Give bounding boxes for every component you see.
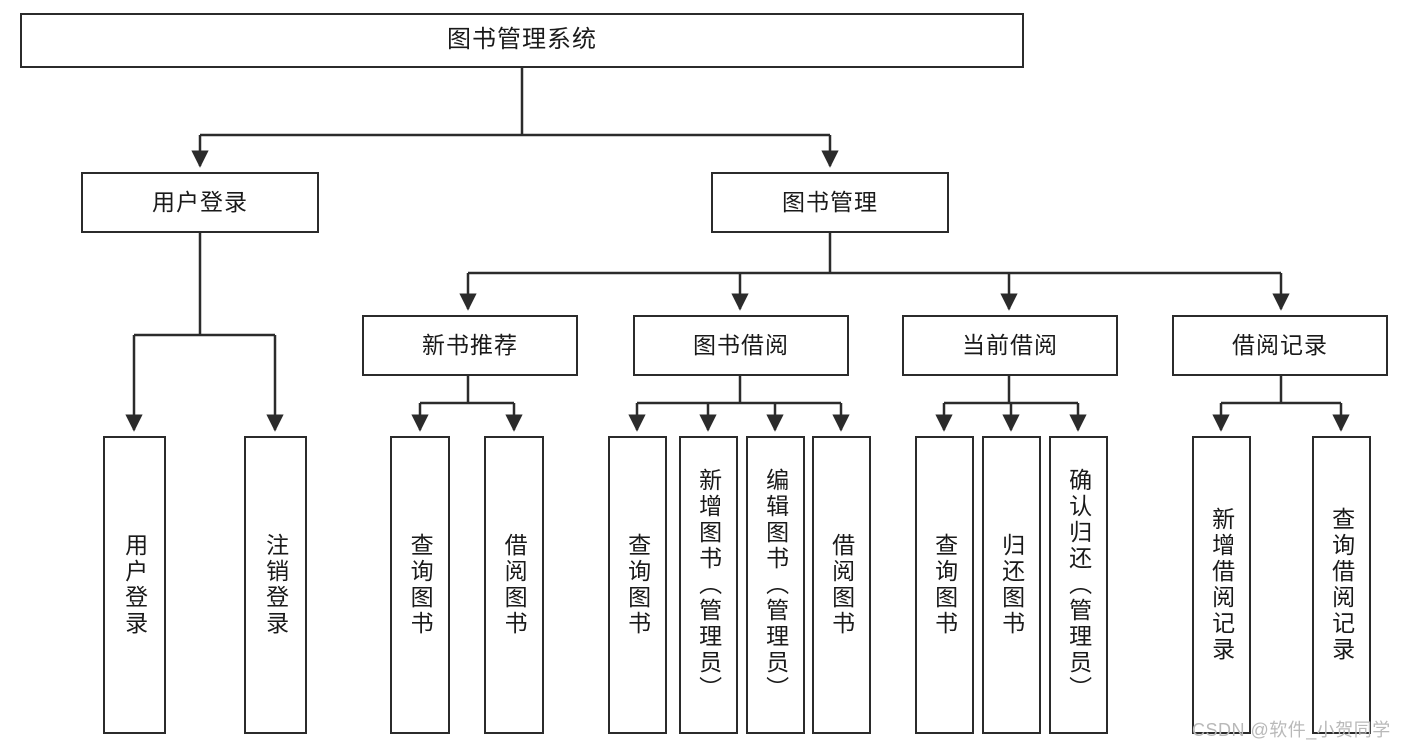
node-label: 确认归还（管理员） (1065, 468, 1092, 702)
node-label: 新增借阅记录 (1208, 507, 1235, 663)
node-leaf-query-book-1[interactable]: 查询图书 (390, 436, 450, 734)
csdn-watermark: CSDN @软件_小贺同学 (1192, 720, 1391, 740)
node-leaf-query-book-3[interactable]: 查询图书 (915, 436, 974, 734)
node-book-borrow[interactable]: 图书借阅 (633, 315, 849, 376)
node-user-login[interactable]: 用户登录 (81, 172, 319, 233)
node-label: 用户登录 (121, 533, 148, 637)
node-label: 借阅记录 (1232, 331, 1328, 358)
node-label: 编辑图书（管理员） (762, 468, 789, 702)
node-label: 用户登录 (152, 188, 248, 215)
node-label: 图书管理系统 (447, 26, 597, 54)
node-leaf-add-record[interactable]: 新增借阅记录 (1192, 436, 1251, 734)
node-label: 查询图书 (624, 533, 651, 637)
node-leaf-user-logout[interactable]: 注销登录 (244, 436, 307, 734)
node-borrow-record[interactable]: 借阅记录 (1172, 315, 1388, 376)
node-label: 归还图书 (998, 533, 1025, 637)
node-label: 图书借阅 (693, 331, 789, 358)
node-leaf-borrow-book-1[interactable]: 借阅图书 (484, 436, 544, 734)
node-label: 查询图书 (407, 533, 434, 637)
node-root-system[interactable]: 图书管理系统 (20, 13, 1024, 68)
node-label: 借阅图书 (501, 533, 528, 637)
node-current-borrow[interactable]: 当前借阅 (902, 315, 1118, 376)
node-new-book-recommend[interactable]: 新书推荐 (362, 315, 578, 376)
node-label: 图书管理 (782, 188, 878, 215)
node-leaf-return-book[interactable]: 归还图书 (982, 436, 1041, 734)
node-leaf-query-record[interactable]: 查询借阅记录 (1312, 436, 1371, 734)
node-label: 查询图书 (931, 533, 958, 637)
node-leaf-user-login[interactable]: 用户登录 (103, 436, 166, 734)
node-leaf-borrow-book-2[interactable]: 借阅图书 (812, 436, 871, 734)
node-leaf-query-book-2[interactable]: 查询图书 (608, 436, 667, 734)
node-label: 新增图书（管理员） (695, 468, 722, 702)
node-leaf-add-book[interactable]: 新增图书（管理员） (679, 436, 738, 734)
node-leaf-confirm-return[interactable]: 确认归还（管理员） (1049, 436, 1108, 734)
node-leaf-edit-book[interactable]: 编辑图书（管理员） (746, 436, 805, 734)
node-label: 借阅图书 (828, 533, 855, 637)
node-label: 新书推荐 (422, 331, 518, 358)
node-label: 当前借阅 (962, 331, 1058, 358)
node-book-manage[interactable]: 图书管理 (711, 172, 949, 233)
node-label: 查询借阅记录 (1328, 507, 1355, 663)
node-label: 注销登录 (262, 533, 289, 637)
